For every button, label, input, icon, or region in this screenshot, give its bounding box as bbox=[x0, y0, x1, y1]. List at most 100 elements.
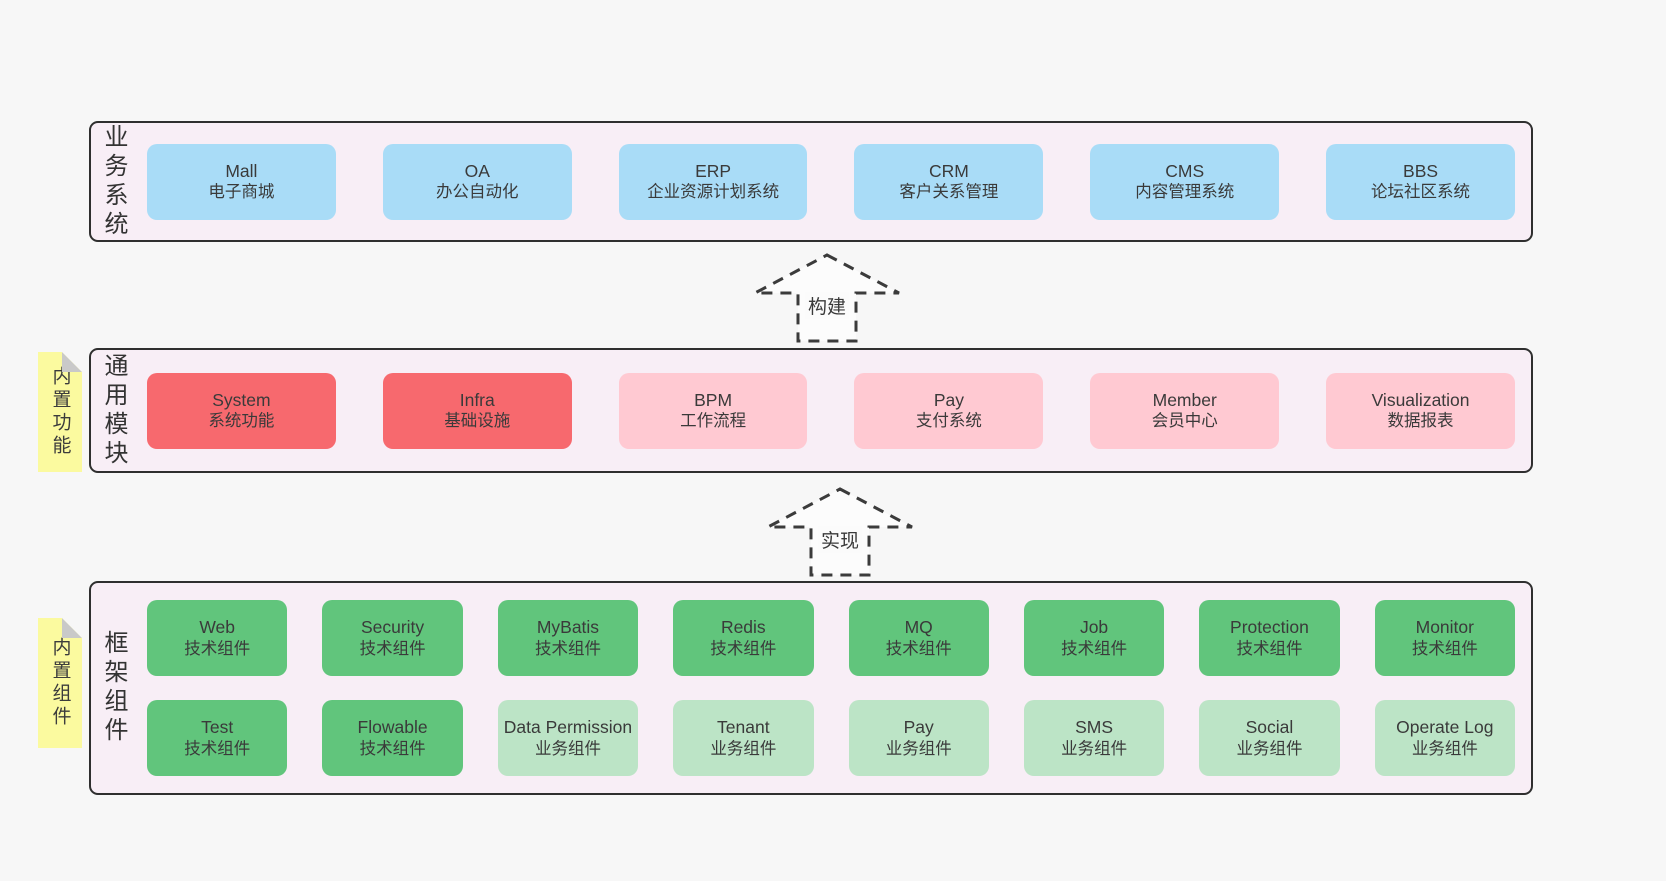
box-title: Tenant bbox=[717, 717, 770, 738]
box-subtitle: 技术组件 bbox=[1061, 639, 1128, 658]
box-subtitle: 技术组件 bbox=[359, 639, 426, 658]
box-subtitle: 技术组件 bbox=[359, 739, 426, 758]
box-subtitle: 技术组件 bbox=[534, 639, 601, 658]
box-title: BBS bbox=[1403, 160, 1439, 181]
box-system: System 系统功能 bbox=[147, 372, 336, 449]
box-subtitle: 工作流程 bbox=[680, 412, 747, 431]
box-subtitle: 业务组件 bbox=[1236, 739, 1303, 758]
box-title: Flowable bbox=[357, 717, 428, 738]
implement-arrow: 实现 bbox=[765, 486, 915, 578]
band-label-text: 通用模块 bbox=[100, 352, 127, 469]
box-subtitle: 技术组件 bbox=[710, 639, 777, 658]
band-common-modules-boxes: System 系统功能 Infra 基础设施 BPM 工作流程 Pay 支付系统 Member 会… bbox=[147, 350, 1515, 471]
box-subtitle: 系统功能 bbox=[208, 412, 275, 431]
band-common-modules: 通用模块 System 系统功能 Infra 基础设施 BPM 工作流程 Pay 支付系统 Me… bbox=[89, 348, 1533, 473]
sticky-note-text: 内置功能 bbox=[49, 366, 71, 458]
box-title: SMS bbox=[1075, 717, 1114, 738]
box-subtitle: 客户关系管理 bbox=[899, 183, 999, 202]
box-title: Data Permission bbox=[503, 717, 633, 738]
sticky-note-text: 内置组件 bbox=[49, 637, 71, 729]
box-subtitle: 技术组件 bbox=[885, 639, 952, 658]
box-subtitle: 会员中心 bbox=[1151, 412, 1218, 431]
build-arrow: 构建 bbox=[752, 252, 902, 344]
box-title: Pay bbox=[903, 717, 934, 738]
band-common-modules-label: 通用模块 bbox=[100, 350, 127, 471]
box-title: BPM bbox=[694, 389, 733, 410]
sticky-note-built-in-components: 内置组件 bbox=[38, 618, 82, 748]
folded-corner-icon bbox=[62, 618, 82, 638]
box-subtitle: 电子商城 bbox=[208, 183, 275, 202]
box-subtitle: 办公自动化 bbox=[435, 183, 519, 202]
box-subtitle: 内容管理系统 bbox=[1135, 183, 1235, 202]
box-title: Job bbox=[1079, 617, 1109, 638]
box-title: ERP bbox=[695, 160, 732, 181]
box-subtitle: 基础设施 bbox=[444, 412, 511, 431]
box-title: Infra bbox=[459, 389, 495, 410]
box-title: Security bbox=[360, 617, 425, 638]
box-subtitle: 业务组件 bbox=[1061, 739, 1128, 758]
box-subtitle: 支付系统 bbox=[915, 412, 982, 431]
box-title: Operate Log bbox=[1396, 717, 1494, 738]
box-member: Member 会员中心 bbox=[1090, 372, 1280, 449]
box-title: Mall bbox=[225, 160, 258, 181]
band-label-text: 框架组件 bbox=[100, 630, 127, 746]
box-row: System 系统功能 Infra 基础设施 BPM 工作流程 Pay 支付系统 Member 会… bbox=[147, 372, 1515, 449]
build-arrow-label: 构建 bbox=[804, 292, 850, 319]
box-title: Visualization bbox=[1371, 389, 1470, 410]
box-infra: Infra 基础设施 bbox=[382, 372, 572, 449]
box-subtitle: 业务组件 bbox=[534, 739, 601, 758]
box-title: Pay bbox=[933, 389, 964, 410]
box-bpm: BPM 工作流程 bbox=[618, 372, 808, 449]
folded-corner-icon bbox=[62, 352, 82, 372]
box-title: System bbox=[212, 389, 271, 410]
box-bbs: BBS 论坛社区系统 bbox=[1326, 143, 1515, 220]
box-title: Web bbox=[199, 617, 236, 638]
box-oa: OA 办公自动化 bbox=[382, 143, 572, 220]
box-subtitle: 技术组件 bbox=[184, 639, 251, 658]
band-framework-components-label: 框架组件 bbox=[100, 583, 127, 793]
box-title: MyBatis bbox=[536, 617, 600, 638]
box-subtitle: 业务组件 bbox=[710, 739, 777, 758]
box-subtitle: 业务组件 bbox=[1411, 739, 1478, 758]
sticky-note-built-in-features: 内置功能 bbox=[38, 352, 82, 472]
band-business-systems-label: 业务系统 bbox=[100, 123, 127, 240]
box-subtitle: 技术组件 bbox=[1236, 639, 1303, 658]
box-subtitle: 论坛社区系统 bbox=[1371, 183, 1471, 202]
box-mall: Mall 电子商城 bbox=[147, 143, 336, 220]
box-title: Monitor bbox=[1415, 617, 1474, 638]
box-title: Test bbox=[201, 717, 234, 738]
implement-arrow-label: 实现 bbox=[817, 526, 863, 553]
box-title: OA bbox=[464, 160, 490, 181]
box-subtitle: 业务组件 bbox=[885, 739, 952, 758]
box-subtitle: 技术组件 bbox=[184, 739, 251, 758]
box-pay: Pay 支付系统 bbox=[854, 372, 1044, 449]
box-title: Member bbox=[1152, 389, 1217, 410]
box-title: MQ bbox=[904, 617, 933, 638]
box-title: Redis bbox=[720, 617, 766, 638]
